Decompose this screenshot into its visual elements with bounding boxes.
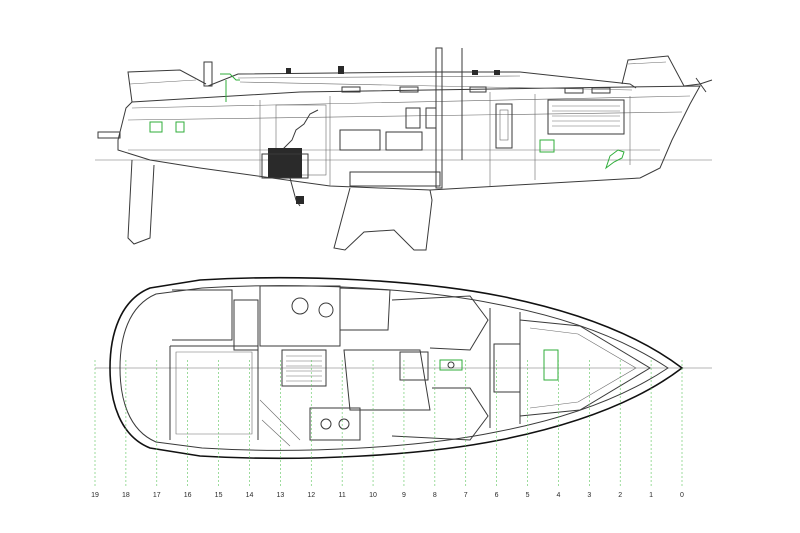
station-label: 12: [307, 492, 315, 499]
station-label: 10: [369, 492, 377, 499]
green-stern-detail: [220, 73, 240, 102]
port-light-4: [564, 87, 584, 94]
saloon-berth-port: [339, 287, 391, 331]
plan-view: [95, 276, 712, 460]
companionway-plan: [281, 349, 327, 387]
galley-sink-1: [320, 418, 332, 430]
station-label: 17: [153, 492, 161, 499]
hull-plan-outer: [109, 276, 684, 460]
aft-locker: [233, 299, 259, 351]
quarter-berth: [172, 289, 233, 341]
head-sink: [291, 297, 309, 315]
sheer-line: [131, 95, 691, 109]
settee-1: [339, 129, 381, 151]
saloon-settee-starboard: [391, 387, 489, 441]
green-forward-fitting: [543, 349, 559, 381]
station-label: 4: [556, 492, 560, 499]
side-profile: [95, 47, 713, 251]
v-berth: [519, 319, 651, 417]
station-label: 9: [402, 492, 406, 499]
swim-platform: [97, 131, 121, 139]
station-label: 15: [215, 492, 223, 499]
engine: [268, 148, 302, 178]
station-label: 6: [495, 492, 499, 499]
hull-plan-inner: [119, 285, 669, 451]
aft-head: [259, 285, 341, 347]
companionway-steps: [281, 109, 319, 151]
bow-pulpit: [621, 55, 685, 87]
station-label: 19: [91, 492, 99, 499]
galley: [309, 407, 361, 441]
cabinet-2: [425, 107, 437, 129]
settee-2: [385, 131, 423, 151]
station-label: 11: [339, 492, 346, 499]
forward-door: [495, 103, 513, 149]
green-mast-step: [439, 359, 463, 371]
port-light-5: [591, 87, 611, 94]
stern-fitting: [203, 61, 213, 87]
cockpit: [169, 345, 259, 440]
forward-head: [493, 343, 521, 393]
forward-vents: [547, 99, 625, 135]
station-label: 8: [433, 492, 437, 499]
bow-fitting: [683, 77, 713, 93]
rudder: [127, 159, 155, 245]
cabinet-1: [405, 107, 421, 129]
forward-saloon-settee: [391, 295, 489, 351]
mast-step-plan: [447, 361, 455, 369]
station-label: 1: [649, 492, 653, 499]
station-label: 5: [526, 492, 530, 499]
green-forward-detail: [539, 139, 555, 153]
station-label: 16: [184, 492, 192, 499]
station-label: 7: [464, 492, 468, 499]
saloon-table: [399, 351, 429, 381]
saloon-table-area: [343, 349, 431, 411]
station-label: 3: [587, 492, 591, 499]
station-label: 0: [680, 492, 684, 499]
station-label: 13: [276, 492, 284, 499]
green-anchor: [605, 149, 625, 170]
sole-floor: [349, 171, 441, 187]
stern-pushpit: [127, 69, 207, 103]
mast: [435, 47, 443, 189]
keel: [333, 187, 433, 251]
galley-sink-2: [338, 418, 350, 430]
port-light-1: [341, 86, 361, 93]
deck-line: [127, 111, 683, 121]
station-label: 2: [618, 492, 622, 499]
station-label: 18: [122, 492, 130, 499]
port-light-3: [469, 86, 487, 93]
port-light-2: [399, 86, 419, 93]
station-label: 14: [246, 492, 254, 499]
hull-profile: [117, 85, 701, 191]
